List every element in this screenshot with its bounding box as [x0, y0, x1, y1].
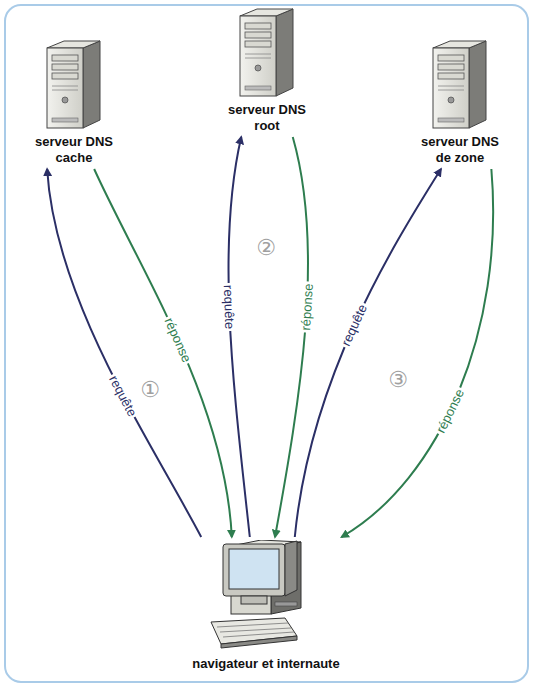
- callout-number: ①: [140, 378, 160, 402]
- edge-label: requête: [221, 283, 238, 332]
- node-label: navigateur et internaute: [176, 656, 356, 672]
- server-icon: [236, 6, 298, 98]
- curved-arrow: [295, 169, 441, 537]
- edge-label: réponse: [298, 282, 316, 334]
- node-label: serveur DNS cache: [26, 134, 122, 166]
- curved-arrow: [228, 137, 249, 537]
- server-icon: [43, 38, 105, 130]
- callout-number: ②: [256, 236, 276, 260]
- panel-border: [5, 5, 528, 682]
- callout-number: ③: [388, 368, 408, 392]
- curved-arrow: [342, 169, 494, 537]
- computer-icon: [201, 540, 331, 652]
- curved-arrow: [94, 169, 232, 537]
- computer-node: navigateur et internaute: [176, 540, 356, 672]
- node-label: serveur DNS de zone: [414, 134, 506, 166]
- curved-arrow: [47, 169, 201, 537]
- server-node: serveur DNS root: [211, 6, 323, 134]
- server-node: serveur DNS cache: [18, 38, 130, 166]
- server-icon: [429, 38, 491, 130]
- node-label: serveur DNS root: [219, 102, 315, 134]
- server-node: serveur DNS de zone: [404, 38, 516, 166]
